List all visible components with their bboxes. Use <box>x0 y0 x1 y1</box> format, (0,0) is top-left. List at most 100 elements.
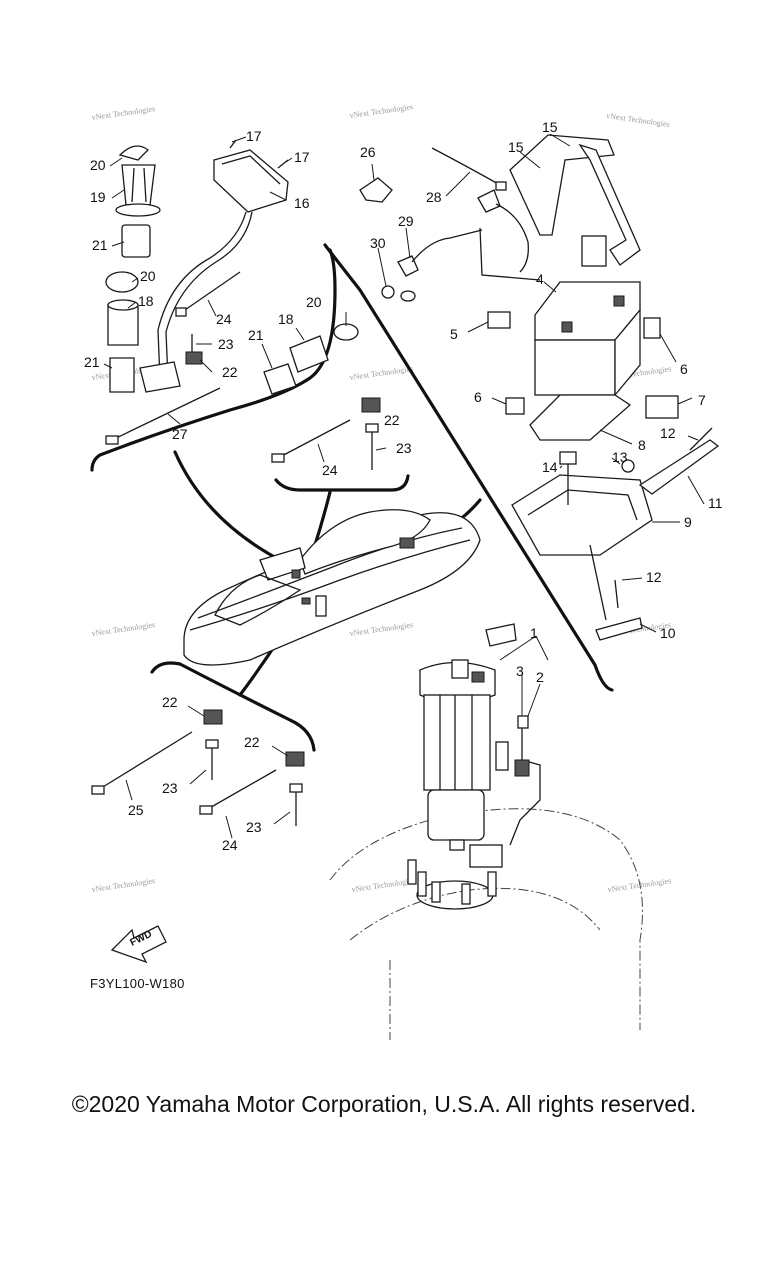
callout-12: 12 <box>660 425 676 441</box>
bracket-right-diagonal <box>323 243 614 692</box>
fuel-pump-assembly <box>329 623 643 1040</box>
battery-mat <box>529 394 632 441</box>
callout-13: 13 <box>612 449 628 465</box>
clip-22d <box>285 751 305 767</box>
rivet-23d-head <box>289 783 303 793</box>
flange-19 <box>115 203 161 217</box>
hull-line <box>189 539 471 631</box>
callout-29: 29 <box>398 213 414 229</box>
callout-20: 20 <box>140 268 156 284</box>
spring <box>487 871 497 897</box>
bolt-14-head <box>559 451 577 465</box>
callout-10: 10 <box>660 625 676 641</box>
battery-terminal <box>613 295 625 307</box>
watermark: vNext Technologies <box>349 364 414 382</box>
callout-24: 24 <box>322 462 338 478</box>
bracket-left-upper <box>90 248 337 472</box>
callout-4: 4 <box>536 271 544 287</box>
box-rim <box>527 489 638 521</box>
deck-part <box>399 537 415 549</box>
callout-18: 18 <box>278 311 294 327</box>
strap-line <box>589 544 607 621</box>
band-24c-head <box>199 805 213 815</box>
callout-20: 20 <box>306 294 322 310</box>
holder-18b <box>289 335 329 373</box>
sleeve-21b <box>263 363 297 395</box>
hull-deck <box>214 574 302 626</box>
watermark: vNext Technologies <box>349 620 414 638</box>
tank-outline <box>329 808 643 1030</box>
pin-12b <box>614 579 619 609</box>
callout-11: 11 <box>708 495 723 511</box>
fwd-arrow: FWD <box>110 925 167 964</box>
sleeve-21a <box>109 357 135 393</box>
callout-17: 17 <box>246 128 262 144</box>
callout-2: 2 <box>536 669 544 685</box>
callouts: 17 17 20 19 16 21 20 18 24 20 18 21 23 2… <box>84 119 723 853</box>
spring <box>431 881 441 903</box>
callout-5: 5 <box>450 326 458 342</box>
sensor-29 <box>477 189 501 213</box>
connector-cluster <box>139 361 181 393</box>
fwd-arrow-icon <box>110 925 167 964</box>
harness <box>157 211 247 381</box>
seat <box>299 509 431 575</box>
callout-23: 23 <box>246 819 262 835</box>
filter-line <box>143 167 147 203</box>
callout-15: 15 <box>542 119 558 135</box>
callout-20: 20 <box>90 157 106 173</box>
callout-23: 23 <box>162 780 178 796</box>
pad-6b <box>505 397 525 415</box>
callout-28: 28 <box>426 189 442 205</box>
hose-fitting <box>485 623 517 647</box>
battery-strap <box>578 143 641 266</box>
band-25-head <box>91 785 105 795</box>
callout-6: 6 <box>680 361 688 377</box>
handlebar <box>259 547 306 581</box>
callout-9: 9 <box>684 514 692 530</box>
callout-21: 21 <box>248 327 264 343</box>
band-24a <box>181 271 241 313</box>
pump-connector <box>471 671 485 683</box>
rivet-23c-head <box>205 739 219 749</box>
band-27 <box>111 387 221 441</box>
harness <box>165 211 253 381</box>
hull-line <box>197 527 463 619</box>
sleeve-21 <box>121 224 151 258</box>
copyright-notice: ©2020 Yamaha Motor Corporation, U.S.A. A… <box>71 1091 697 1117</box>
lower-parts <box>91 709 305 826</box>
band-24b-head <box>271 453 285 463</box>
callout-6: 6 <box>474 389 482 405</box>
watermark: vNext Technologies <box>349 102 414 120</box>
band-27-head <box>105 435 119 445</box>
hull <box>183 512 481 666</box>
battery-body <box>534 339 616 396</box>
pump-fitting <box>451 659 469 679</box>
pump-seat <box>416 880 494 910</box>
wire-30 <box>411 229 483 263</box>
spring <box>407 859 417 885</box>
callout-7: 7 <box>698 392 706 408</box>
callout-30: 30 <box>370 235 386 251</box>
callout-12: 12 <box>646 569 662 585</box>
battery-terminal <box>561 321 573 333</box>
callout-23: 23 <box>396 440 412 456</box>
filter-19 <box>121 164 156 206</box>
battery-side <box>614 308 641 397</box>
watermark: vNext Technologies <box>606 111 671 129</box>
callout-16: 16 <box>294 195 310 211</box>
filter-line <box>131 167 135 203</box>
holder-18a-top <box>107 299 139 311</box>
pad-6a <box>643 317 661 339</box>
holder-26 <box>359 177 393 203</box>
watermark: vNext Technologies <box>351 876 416 894</box>
bracket-11 <box>638 439 720 495</box>
clip-22b <box>361 397 381 413</box>
console-rim <box>221 155 281 185</box>
jet-ski <box>183 509 481 666</box>
callout-23: 23 <box>218 336 234 352</box>
spring <box>461 883 471 905</box>
band-25 <box>97 731 193 791</box>
callout-3: 3 <box>516 663 524 679</box>
wire-29 <box>495 203 529 273</box>
